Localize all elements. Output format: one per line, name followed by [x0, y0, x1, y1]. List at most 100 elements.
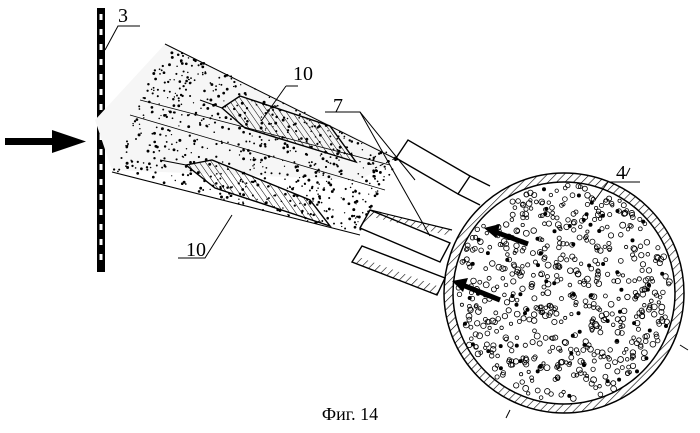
- particle-dot: [187, 72, 189, 74]
- particle-dot: [200, 63, 203, 66]
- particle-dot: [373, 159, 375, 161]
- particle-dot: [385, 168, 386, 169]
- particle-dot: [170, 51, 173, 54]
- particle-dot: [262, 166, 263, 167]
- particle-dot: [156, 127, 158, 129]
- particle-dot: [139, 108, 141, 110]
- particle-dot: [362, 149, 363, 150]
- particle-dot: [221, 141, 223, 143]
- particle-dot: [230, 118, 232, 120]
- particle-dot: [348, 179, 349, 180]
- particle-dot: [163, 71, 166, 74]
- particle-dot: [344, 136, 346, 138]
- particle-dot: [374, 194, 377, 197]
- particle-dot: [185, 62, 188, 65]
- particle-dot: [332, 209, 333, 210]
- particle-dot: [325, 210, 327, 212]
- particle-dot: [193, 58, 196, 61]
- particle-dot: [373, 171, 376, 174]
- particle-dot: [143, 162, 145, 164]
- vessel-particle: [486, 252, 489, 255]
- particle-dot: [325, 166, 327, 168]
- particle-dot: [177, 150, 179, 152]
- particle-dot: [245, 141, 247, 143]
- particle-dot: [140, 132, 142, 134]
- particle-dot: [202, 62, 205, 65]
- particle-dot: [165, 135, 167, 137]
- particle-dot: [260, 173, 262, 175]
- particle-dot: [253, 164, 255, 166]
- particle-dot: [159, 68, 161, 70]
- vessel-particle: [585, 213, 588, 216]
- particle-dot: [284, 166, 285, 167]
- vessel-particle: [598, 229, 601, 232]
- particle-dot: [340, 173, 342, 175]
- vessel-particle: [523, 312, 526, 315]
- particle-dot: [374, 178, 376, 180]
- particle-dot: [318, 183, 319, 184]
- particle-dot: [328, 175, 331, 178]
- particle-dot: [304, 183, 306, 185]
- particle-dot: [226, 88, 229, 91]
- particle-dot: [213, 131, 215, 133]
- particle-dot: [315, 175, 317, 177]
- particle-dot: [261, 139, 263, 141]
- vessel-particle: [664, 324, 667, 327]
- particle-dot: [139, 128, 140, 129]
- particle-dot: [368, 193, 369, 194]
- particle-dot: [143, 117, 144, 118]
- particle-dot: [341, 197, 342, 198]
- particle-dot: [181, 62, 184, 65]
- vessel-particle: [648, 329, 651, 332]
- particle-dot: [337, 165, 339, 167]
- particle-dot: [182, 85, 184, 87]
- particle-dot: [339, 131, 341, 133]
- particle-dot: [361, 176, 363, 178]
- particle-dot: [306, 195, 308, 197]
- particle-dot: [168, 110, 169, 111]
- vessel-particle: [463, 322, 466, 325]
- particle-dot: [295, 181, 297, 183]
- particle-dot: [326, 217, 329, 220]
- particle-dot: [317, 187, 319, 189]
- particle-dot: [277, 105, 279, 107]
- particle-dot: [312, 198, 314, 200]
- particle-dot: [306, 154, 308, 156]
- particle-dot: [376, 192, 379, 195]
- particle-dot: [309, 190, 311, 192]
- particle-dot: [135, 138, 137, 140]
- particle-dot: [150, 167, 152, 169]
- particle-dot: [320, 153, 322, 155]
- particle-dot: [179, 87, 181, 89]
- particle-dot: [369, 206, 371, 208]
- particle-dot: [215, 143, 217, 145]
- particle-dot: [322, 174, 324, 176]
- vessel-particle: [635, 370, 638, 373]
- particle-dot: [167, 97, 168, 98]
- particle-dot: [181, 52, 183, 54]
- particle-dot: [146, 90, 148, 92]
- particle-dot: [189, 82, 192, 85]
- particle-dot: [308, 162, 310, 164]
- particle-dot: [288, 214, 290, 216]
- particle-dot: [160, 115, 161, 116]
- particle-dot: [219, 193, 221, 195]
- particle-dot: [356, 216, 358, 218]
- particle-dot: [215, 85, 217, 87]
- particle-dot: [260, 145, 262, 147]
- particle-dot: [180, 121, 182, 123]
- particle-dot: [341, 132, 343, 134]
- particle-dot: [354, 190, 357, 193]
- vessel-particle: [633, 322, 636, 325]
- particle-dot: [171, 134, 172, 135]
- particle-dot: [163, 90, 165, 92]
- particle-dot: [333, 223, 335, 225]
- particle-dot: [275, 138, 277, 140]
- particle-dot: [191, 152, 192, 153]
- particle-dot: [252, 165, 253, 166]
- particle-dot: [175, 93, 176, 94]
- particle-dot: [154, 171, 156, 173]
- vessel-particle: [519, 360, 522, 363]
- particle-dot: [377, 190, 379, 192]
- vessel-particle: [646, 288, 649, 291]
